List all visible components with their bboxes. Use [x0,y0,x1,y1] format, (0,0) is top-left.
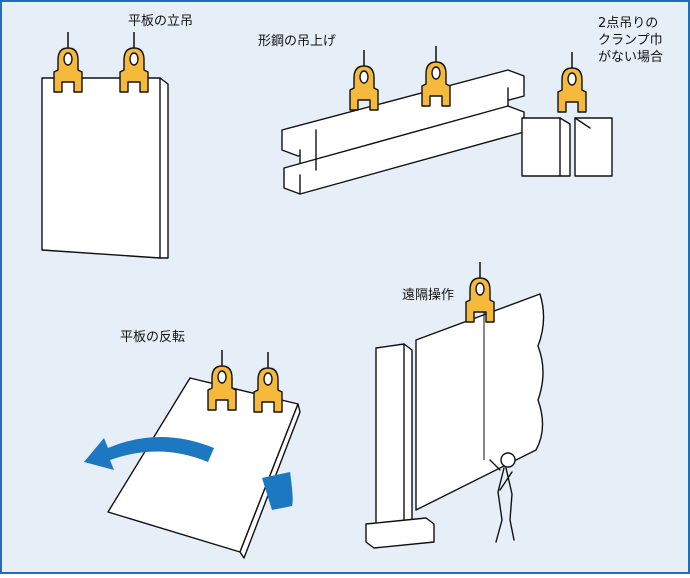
rotation-arrow-tail [262,472,293,510]
label-section-steel: 形鋼の吊上げ [258,34,337,49]
worker-figure [489,459,515,543]
rotation-arrow [84,437,214,470]
two-point-illustration [521,51,613,177]
plate-vertical-illustration [41,31,169,259]
label-two-point-line1: 2点吊りの [598,16,659,31]
remote-operation-illustration [365,261,545,549]
worker-head [500,452,516,468]
label-two-point-line3: がない場合 [598,50,664,65]
label-two-point-line2: クランプ巾 [598,33,663,48]
label-plate-turnover: 平板の反転 [120,330,186,345]
label-remote-operation: 遠隔操作 [402,288,455,303]
plate-turnover-illustration [84,349,301,559]
label-plate-vertical: 平板の立吊 [128,14,194,29]
